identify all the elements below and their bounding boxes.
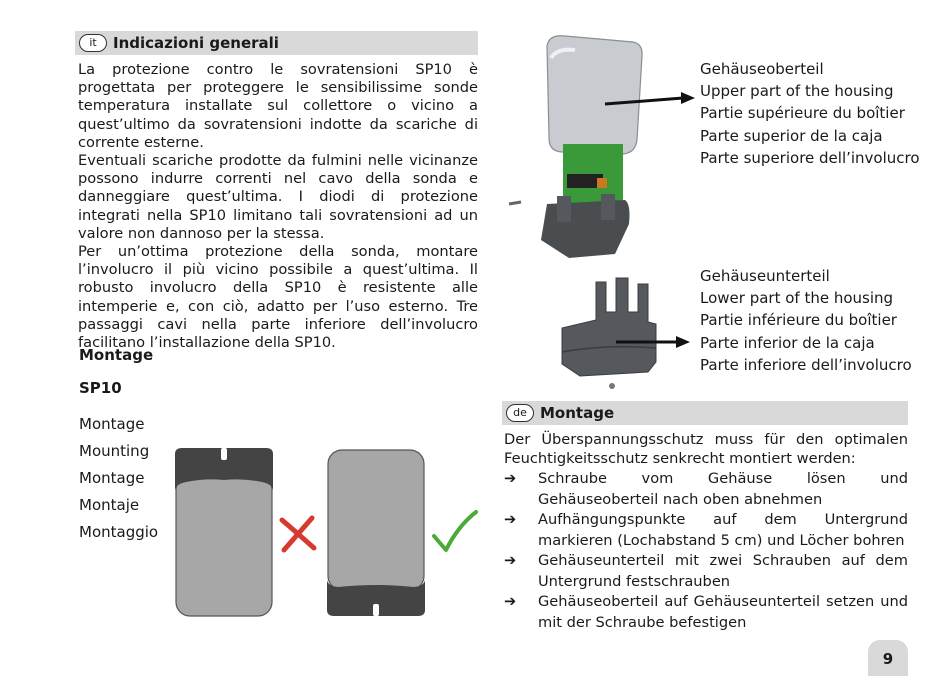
upper-label: Parte superiore dell’involucro <box>700 148 920 167</box>
section-title-it: Indicazioni generali <box>113 34 279 52</box>
mounting-heading: Montage <box>79 346 154 364</box>
paragraph-1: La protezione contro le sovratensioni SP… <box>78 61 478 151</box>
language-badge-de: de <box>506 404 534 422</box>
housing-body <box>327 449 425 591</box>
upper-label: Gehäuseoberteil <box>700 60 824 78</box>
step-item: ➔ Gehäuseunterteil mit zwei Schrauben auf… <box>504 551 908 592</box>
arrow-right-icon: ➔ <box>504 470 517 487</box>
step-text: Gehäuseoberteil auf Gehäuseunterteil set… <box>538 593 908 631</box>
section-title-de: Montage <box>540 404 615 422</box>
diode <box>597 178 607 188</box>
lower-label: Gehäuseunterteil <box>700 267 830 285</box>
mounting-languages: Montage Mounting Montage Montaje Montagg… <box>79 411 158 546</box>
step-list: ➔ Schraube vom Gehäuse lösen und Gehäuseo… <box>504 469 908 633</box>
housing-base <box>327 580 425 616</box>
mounting-label: Mounting <box>79 442 150 460</box>
upper-housing-labels: Gehäuseoberteil Upper part of the housin… <box>700 58 920 169</box>
cross-icon <box>279 515 317 553</box>
upper-label: Parte superior de la caja <box>700 126 883 145</box>
mounting-label: Montaggio <box>79 523 159 541</box>
lower-housing-labels: Gehäuseunterteil Lower part of the housi… <box>700 265 912 376</box>
page-number: 9 <box>868 640 908 676</box>
step-text: Schraube vom Gehäuse lösen und Gehäuseob… <box>538 470 908 508</box>
lower-housing-image <box>561 277 690 389</box>
mounting-label: Montage <box>79 469 145 487</box>
housing-wrong-orientation <box>175 448 273 617</box>
arrow-right-icon: ➔ <box>504 511 517 528</box>
step-text: Aufhängungspunkte auf dem Untergrund mar… <box>538 511 908 549</box>
step-item: ➔ Schraube vom Gehäuse lösen und Gehäuseo… <box>504 469 908 510</box>
section-header-de: de Montage <box>502 401 908 425</box>
paragraph-2: Eventuali scariche prodotte da fulmini n… <box>78 152 478 242</box>
housing-body <box>175 475 273 617</box>
upper-label: Upper part of the housing <box>700 82 894 101</box>
arrow-right-icon: ➔ <box>504 552 517 569</box>
arrow-right-icon: ➔ <box>504 593 517 610</box>
check-icon <box>432 510 478 552</box>
lower-label: Parte inferiore dell’involucro <box>700 355 912 374</box>
housing-cap <box>175 448 273 490</box>
housing-notch <box>373 604 379 616</box>
upper-housing-image <box>508 35 695 258</box>
terminal-block <box>567 174 603 188</box>
housing-lower-part <box>561 277 657 377</box>
lower-label: Parte inferior de la caja <box>700 333 875 352</box>
housing-base-part <box>541 200 630 258</box>
body-text-it: La protezione contro le sovratensioni SP… <box>78 61 478 352</box>
section-header-it: it Indicazioni generali <box>75 31 478 55</box>
intro-text-de: Der Überspannungsschutz muss für den opt… <box>504 431 908 467</box>
step-item: ➔ Aufhängungspunkte auf dem Untergrund ma… <box>504 510 908 551</box>
housing-correct-orientation <box>327 449 425 616</box>
mounting-label: Montage <box>79 415 145 433</box>
mounting-label: Montaje <box>79 496 140 514</box>
lower-label: Lower part of the housing <box>700 289 894 308</box>
paragraph-3: Per un’ottima protezione della sonda, mo… <box>78 243 478 352</box>
product-heading: SP10 <box>79 379 122 397</box>
step-item: ➔ Gehäuseoberteil auf Gehäuseunterteil se… <box>504 592 908 633</box>
housing-top-cover <box>546 35 643 155</box>
upper-label: Partie supérieure du boîtier <box>700 104 905 123</box>
housing-notch <box>221 448 227 460</box>
screw <box>609 383 615 389</box>
lower-label: Partie inférieure du boîtier <box>700 311 897 330</box>
step-text: Gehäuseunterteil mit zwei Schrauben auf … <box>538 552 908 590</box>
language-badge-it: it <box>79 34 107 52</box>
